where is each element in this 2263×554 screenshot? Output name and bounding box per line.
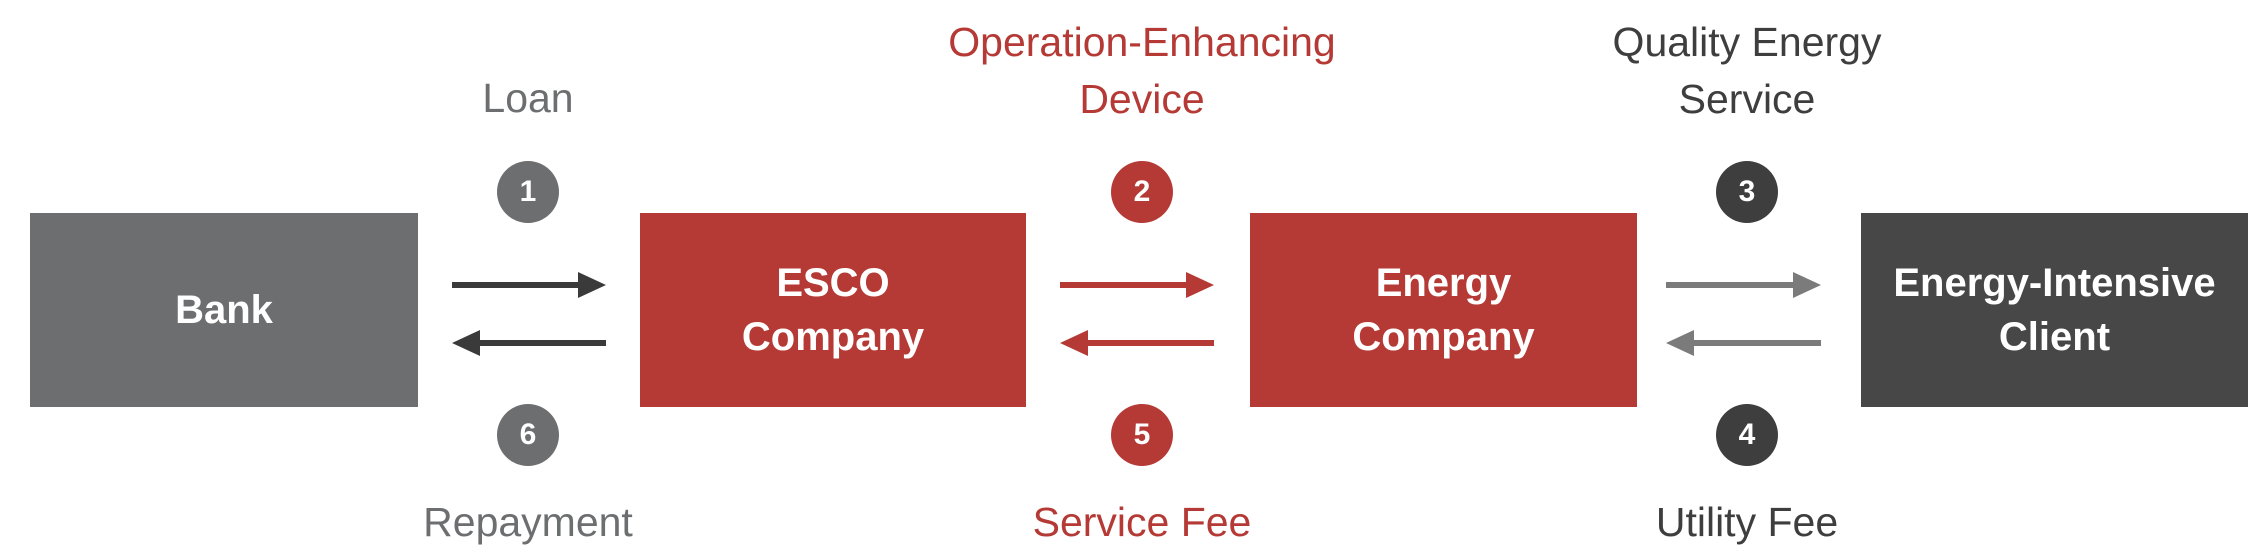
utility-fee-arrow	[1666, 330, 1821, 356]
energy-label-line-2: Company	[1352, 315, 1535, 359]
repayment-label: Repayment	[268, 494, 788, 551]
client-label-line-1: Energy-Intensive	[1893, 261, 2216, 305]
service-label-line-2: Service	[1678, 75, 1816, 122]
utility-fee-label: Utility Fee	[1487, 494, 2007, 551]
energy-company-box: Energy Company	[1250, 213, 1637, 407]
loan-label: Loan	[268, 70, 788, 127]
esco-label-line-2: Company	[741, 315, 925, 359]
device-label-line-2: Device	[1079, 75, 1205, 122]
step-2-badge: 2	[1111, 161, 1173, 223]
repayment-label-line: Repayment	[423, 499, 633, 545]
esco-company-box: ESCO Company	[640, 213, 1026, 407]
service-fee-label-line: Service Fee	[1032, 499, 1252, 545]
step-1-badge: 1	[497, 161, 559, 223]
device-label-line-1: Operation-Enhancing	[948, 19, 1336, 65]
esco-label-line-1: ESCO	[776, 261, 890, 305]
loan-arrow	[452, 272, 606, 298]
energy-company-label: Energy Company	[1352, 256, 1534, 364]
client-label: Energy-Intensive Client	[1893, 256, 2215, 364]
quality-service-arrow	[1666, 272, 1821, 298]
esco-company-label: ESCO Company	[742, 256, 924, 364]
utility-fee-label-line: Utility Fee	[1655, 499, 1839, 545]
device-arrow	[1060, 272, 1214, 298]
step-3-badge: 3	[1716, 161, 1778, 223]
step-6-badge: 6	[497, 404, 559, 466]
step-4-badge: 4	[1716, 404, 1778, 466]
service-fee-label: Service Fee	[882, 494, 1402, 551]
service-label-line-1: Quality Energy	[1612, 19, 1882, 65]
bank-label-line: Bank	[175, 288, 273, 332]
bank-box: Bank	[30, 213, 418, 407]
energy-label-line-1: Energy	[1375, 261, 1512, 305]
bank-label: Bank	[175, 283, 273, 337]
quality-service-label: Quality Energy Service	[1487, 14, 2007, 127]
repayment-arrow	[452, 330, 606, 356]
loan-label-line: Loan	[482, 75, 574, 121]
step-5-badge: 5	[1111, 404, 1173, 466]
device-label: Operation-Enhancing Device	[882, 14, 1402, 127]
energy-intensive-client-box: Energy-Intensive Client	[1861, 213, 2248, 407]
client-label-line-2: Client	[1998, 315, 2111, 359]
service-fee-arrow	[1060, 330, 1214, 356]
